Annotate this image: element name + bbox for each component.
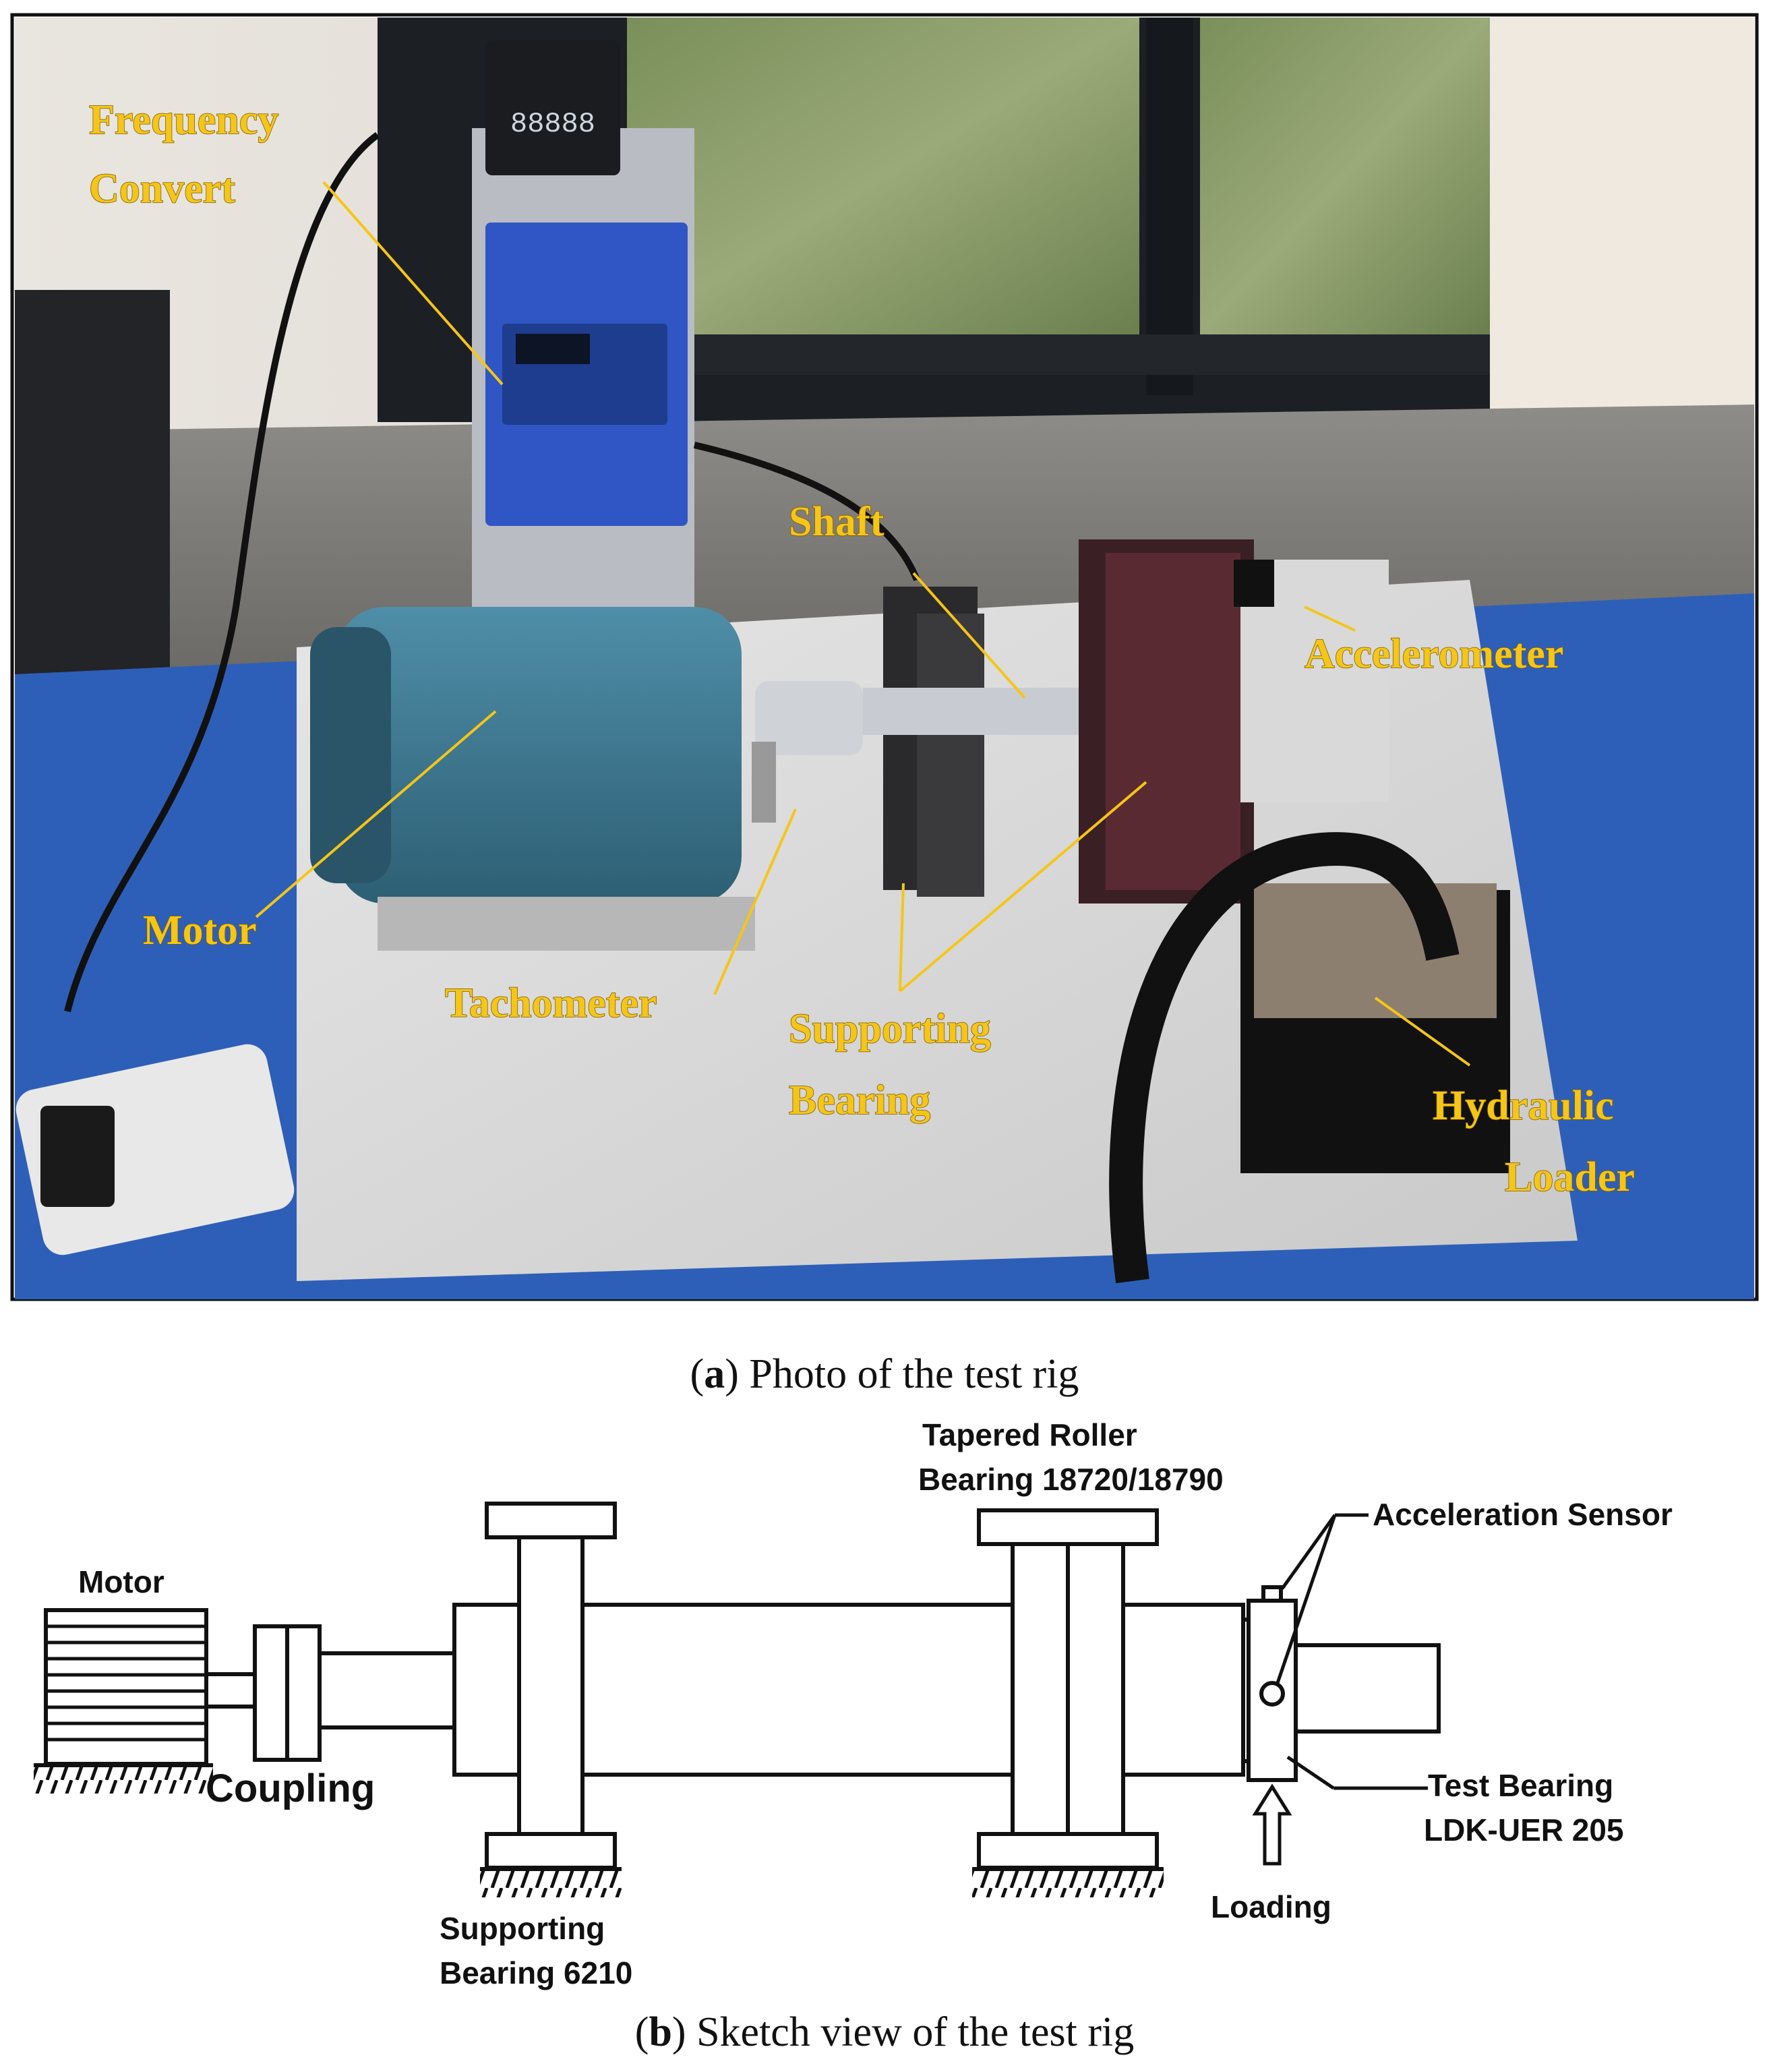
label-motor: Motor — [143, 908, 257, 953]
caption-b-text: Sketch view of the test rig — [696, 2009, 1134, 2055]
display-readout: 88888 — [510, 108, 595, 140]
sketch-test-bearing-sensor-tab — [1261, 1585, 1283, 1603]
sketch-motor — [34, 1608, 213, 1794]
sketch-tapered-bearing-base — [977, 1832, 1159, 1870]
test-rig-photo: 88888 — [10, 13, 1759, 1301]
sketch-loading-arrow — [1252, 1783, 1292, 1866]
sketch-tapered-bearing-body-right — [1066, 1542, 1125, 1836]
test-rig-sketch — [34, 1502, 1441, 1897]
support-block-1-front — [917, 614, 984, 897]
motor-body — [337, 607, 742, 904]
display-box — [485, 40, 620, 175]
cable-2 — [693, 442, 920, 581]
sketch-label-loading: Loading — [1211, 1889, 1331, 1924]
sketch-label-supporting-line2: Bearing 6210 — [440, 1955, 632, 1990]
label-frequency-convert-line1: Frequency — [89, 97, 278, 143]
sketch-leader-lines — [1276, 1513, 1428, 1790]
sketch-acceleration-sensor — [1259, 1681, 1285, 1707]
label-frequency-convert-line2: Convert — [89, 166, 235, 212]
label-supporting-bearing-line1: Supporting — [789, 1006, 991, 1052]
sketch-coupling-right — [285, 1624, 322, 1762]
plug — [40, 1106, 115, 1207]
accelerometer-device — [1234, 560, 1274, 607]
motor-base — [378, 897, 755, 951]
sketch-shaft-extension — [1294, 1643, 1441, 1734]
cable-1 — [64, 131, 380, 1013]
caption-a-letter: a — [704, 1351, 725, 1397]
sketch-label-acceleration-sensor: Acceleration Sensor — [1373, 1497, 1673, 1532]
label-accelerometer: Accelerometer — [1305, 631, 1563, 677]
window-glass-left — [627, 18, 1139, 334]
sketch-tapered-bearing-body-left — [1011, 1542, 1070, 1836]
sketch-supporting-bearing-body — [517, 1535, 584, 1836]
sketch-tapered-ground — [972, 1870, 1164, 1897]
sketch-coupling-left — [253, 1624, 289, 1762]
label-shaft: Shaft — [789, 499, 884, 545]
sketch-label-tapered-line2: Bearing 18720/18790 — [918, 1462, 1224, 1497]
tachometer-post — [752, 742, 776, 823]
sketch-supporting-ground — [480, 1870, 622, 1897]
sketch-label-test-bearing-line2: LDK-UER 205 — [1424, 1812, 1624, 1847]
sketch-shaft-small — [318, 1651, 456, 1729]
sketch-supporting-bearing-base — [485, 1832, 617, 1870]
label-supporting-bearing-line2: Bearing — [789, 1077, 930, 1123]
caption-b: (b) Sketch view of the test rig — [635, 2009, 1134, 2055]
caption-b-letter: b — [649, 2009, 671, 2055]
caption-a: (a) Photo of the test rig — [690, 1351, 1079, 1397]
label-hydraulic-loader-line1: Hydraulic — [1433, 1083, 1614, 1129]
sketch-label-motor: Motor — [78, 1564, 164, 1599]
sketch-tapered-bearing-cap — [977, 1508, 1159, 1546]
converter-screen — [516, 334, 590, 364]
sketch-motor-shaft — [204, 1672, 257, 1709]
sketch-label-supporting-line1: Supporting — [440, 1911, 605, 1946]
window-glass-right — [1200, 18, 1490, 334]
right-wall — [1490, 18, 1754, 422]
motor-fan-cover — [310, 627, 391, 883]
window-mullion — [1146, 18, 1193, 395]
sketch-label-test-bearing-line1: Test Bearing — [1428, 1768, 1613, 1803]
sketch-label-coupling: Coupling — [206, 1767, 375, 1810]
photo-leader-lines — [255, 181, 1471, 1067]
coupling — [755, 681, 863, 755]
hydraulic-hose — [1109, 832, 1460, 1284]
label-hydraulic-loader-line2: Loader — [1505, 1154, 1635, 1200]
caption-a-text: Photo of the test rig — [749, 1351, 1079, 1397]
support-block-2-face — [1106, 553, 1240, 890]
label-tachometer: Tachometer — [445, 980, 657, 1026]
sketch-supporting-bearing-cap — [485, 1502, 617, 1539]
sketch-label-tapered-line1: Tapered Roller — [922, 1417, 1137, 1452]
